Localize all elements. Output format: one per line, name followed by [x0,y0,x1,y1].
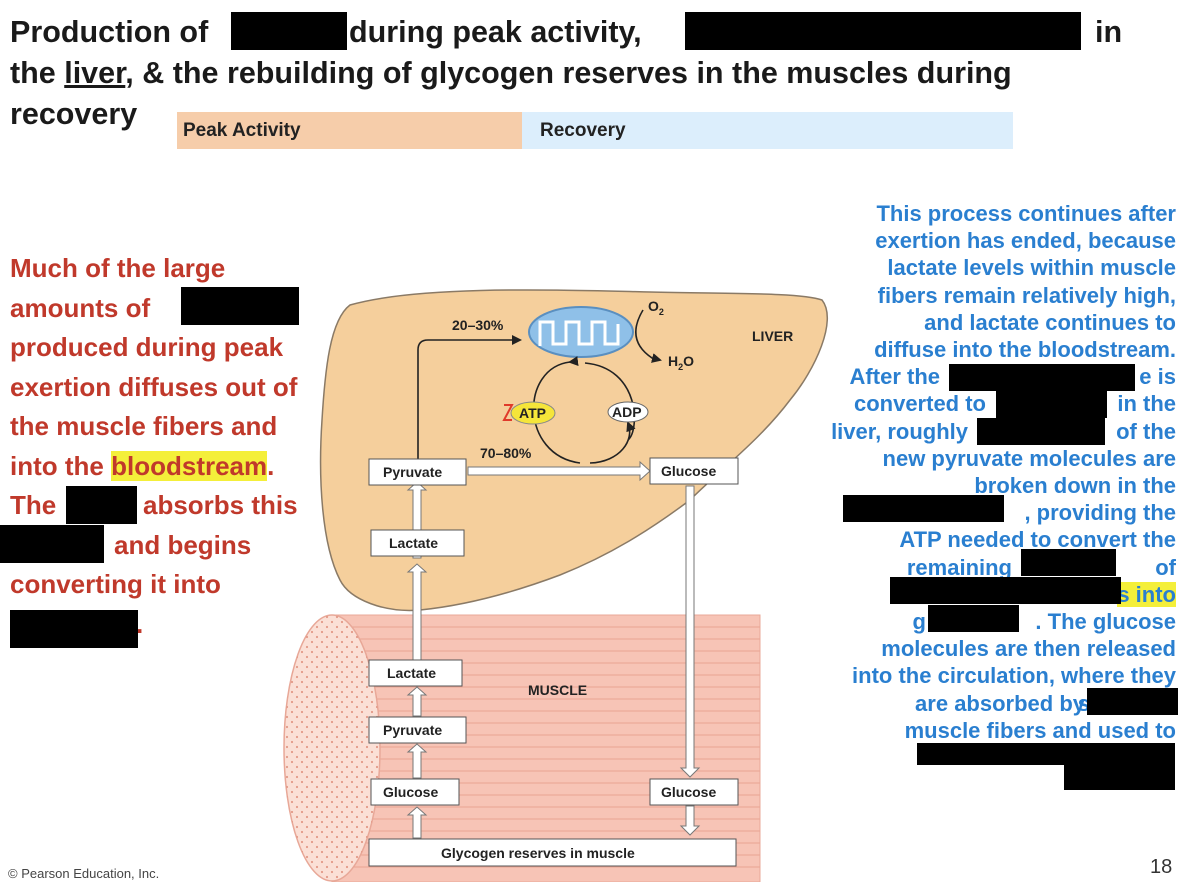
svg-text:H2O: H2O [668,353,694,372]
flow-arrows [406,481,701,839]
liver: LIVER 20–30% O2 H2O ATP ADP 70–80% [319,289,828,612]
o2-label: O [648,298,659,314]
redaction-box [1087,688,1178,715]
right-text-line: converted to [853,391,986,417]
right-text-line: exertion has ended, because [875,228,1176,254]
right-text-line: ATP needed to convert the [899,527,1176,553]
redaction-box [1064,765,1175,790]
atp-label: ATP [519,405,546,421]
redaction-box [890,577,1121,604]
right-text-line: of [1155,554,1176,580]
title-text: , & the rebuilding of glycogen reserves … [125,56,1012,90]
percent-label-top: 20–30% [452,317,504,333]
right-text-line: e is [1139,364,1176,390]
redaction-box [231,12,347,50]
right-text-line: muscle fibers and used to [904,717,1176,743]
muscle-glucose-box-left: Glucose [383,784,438,800]
h2o-subscript: 2 [678,362,683,372]
right-text-line: lactate levels within muscle [887,255,1176,281]
left-text-line: amounts of [10,292,151,323]
muscle-glucose-box-right: Glucose [661,784,716,800]
redaction-box [10,610,138,648]
liver-label: LIVER [752,328,793,344]
h2o-label: H [668,353,678,369]
copyright-notice: © Pearson Education, Inc. [8,866,160,881]
peak-activity-label: Peak Activity [183,120,301,141]
left-text-line: converting it into [10,569,221,599]
right-text-line: diffuse into the bloodstream. [874,337,1176,362]
right-text-line: in the [1117,391,1176,417]
left-text-line: Much of the large [10,253,226,283]
right-text-line: fibers remain relatively high, [877,282,1176,308]
o2-subscript: 2 [659,307,664,317]
right-text-line: s [1077,690,1090,716]
left-text-line: absorbs this [143,490,298,520]
left-text-line: the muscle fibers and [10,411,278,441]
muscle-pyruvate-box: Pyruvate [383,722,442,738]
redaction-box [977,418,1105,445]
recovery-label: Recovery [540,120,626,141]
right-text-line: into the circulation, where they [852,663,1176,689]
left-text-line: . [136,608,144,639]
right-text-line: molecules are then released [881,636,1176,662]
redaction-box [843,495,1004,522]
svg-text:O2: O2 [648,298,664,317]
recovery-band: Recovery [522,112,1013,149]
left-text-line: The [10,490,57,520]
redaction-box [685,12,1081,50]
right-text-line: . The glucose [1035,609,1176,634]
right-text-line: and lactate continues to [924,309,1176,335]
left-text-line: and begins [114,529,252,560]
energy-zigzag-icon [502,404,514,421]
liver-pyruvate-box: Pyruvate [383,464,442,480]
redaction-box [949,364,1135,391]
right-text-line: liver, roughly [831,418,968,444]
molecule-boxes: Pyruvate Glucose Lactate Lactate Pyruvat… [368,457,739,867]
left-text-line: produced during peak [10,332,284,362]
redaction-box [917,743,1175,765]
redaction-box [928,605,1019,632]
right-text-line: new pyruvate molecules are [882,445,1176,471]
redaction-box [66,486,137,524]
right-text-line: are absorbed by [915,690,1085,716]
page-number: 18 [1150,856,1173,878]
muscle-label: MUSCLE [528,682,587,698]
title-text: in [1095,15,1123,49]
h2o-label-o: O [683,353,694,369]
redaction-box [0,525,104,563]
liver-lactate-box: Lactate [389,535,438,551]
redaction-box [996,391,1107,418]
right-text-line: After the [849,364,940,390]
mitochondrion-icon [528,306,634,358]
title-liver-underlined: liver [64,56,126,90]
percent-label-bottom: 70–80% [480,445,532,461]
right-text-line: remaining [906,554,1012,580]
right-text-line: , providing the [1024,500,1176,526]
liver-glucose-box: Glucose [661,463,716,479]
title-text: recovery [10,97,138,131]
right-text-line: of the [1116,418,1176,444]
highlighted-text: s into [1117,581,1176,607]
right-text-line: This process continues after [876,201,1176,226]
left-text-line: into the [10,450,104,481]
redaction-box [1021,549,1116,576]
right-text-line: g [912,609,926,634]
muscle-lactate-box: Lactate [387,665,436,681]
adp-label: ADP [612,404,642,420]
title-text: during peak activity, [349,15,642,49]
right-text-line: broken down in the [974,473,1176,498]
title-text: the [10,56,56,90]
highlighted-bloodstream: bloodstream [111,450,268,481]
title-text: Production of [10,15,209,49]
left-text-line: . [267,450,275,481]
redaction-box [181,287,299,325]
peak-activity-band: Peak Activity [177,112,522,149]
glycogen-reserves-box: Glycogen reserves in muscle [441,845,635,861]
left-text-line: exertion diffuses out of [10,371,298,402]
